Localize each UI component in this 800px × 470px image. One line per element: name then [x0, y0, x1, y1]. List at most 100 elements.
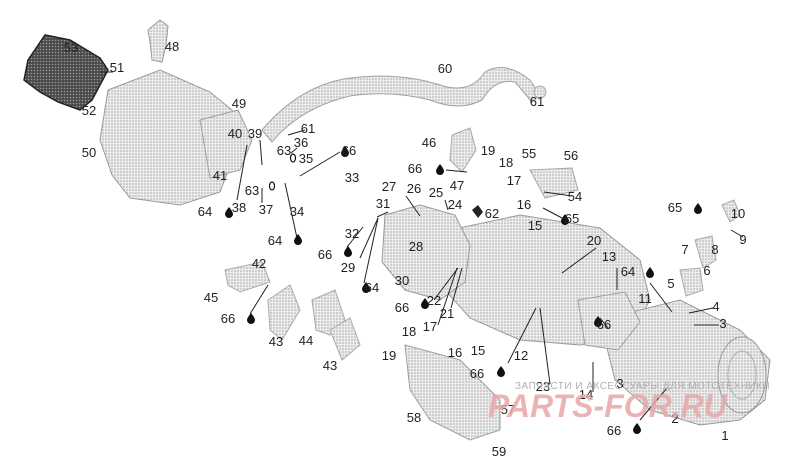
oil-drop-icon: [362, 282, 370, 293]
part-label-66: 66: [597, 317, 611, 332]
part-label-8: 8: [711, 242, 718, 257]
part-label-26: 26: [407, 181, 421, 196]
part-label-10: 10: [731, 206, 745, 221]
part-49: [199, 109, 253, 179]
part-label-3: 3: [616, 376, 623, 391]
ring-marker: [289, 153, 297, 163]
part-53-panel: [23, 34, 109, 111]
part-label-16: 16: [517, 197, 531, 212]
part-label-31: 31: [376, 196, 390, 211]
part-1-end-ring: [727, 350, 757, 400]
part-label-32: 32: [345, 226, 359, 241]
part-label-1: 1: [721, 428, 728, 443]
oil-drop-icon: [497, 366, 505, 377]
part-label-27: 27: [382, 179, 396, 194]
part-label-50: 50: [82, 145, 96, 160]
part-label-42: 42: [252, 256, 266, 271]
part-label-19: 19: [481, 143, 495, 158]
part-label-47: 47: [450, 178, 464, 193]
part-label-28: 28: [409, 239, 423, 254]
part-label-64: 64: [621, 264, 635, 279]
part-label-18: 18: [402, 324, 416, 339]
oil-drop-icon: [633, 423, 641, 434]
part-label-17: 17: [507, 173, 521, 188]
oil-drop-icon: [344, 246, 352, 257]
part-label-64: 64: [365, 280, 379, 295]
part-label-65: 65: [565, 211, 579, 226]
part-58: [404, 344, 501, 441]
part-label-6: 6: [703, 263, 710, 278]
part-label-40: 40: [228, 126, 242, 141]
part-label-18: 18: [499, 155, 513, 170]
part-label-14: 14: [579, 387, 593, 402]
part-10: [721, 199, 741, 223]
part-label-45: 45: [204, 290, 218, 305]
part-label-57: 57: [501, 402, 515, 417]
part-14: [577, 291, 641, 351]
part-label-37: 37: [259, 202, 273, 217]
part-label-62: 62: [485, 206, 499, 221]
part-label-34: 34: [290, 204, 304, 219]
part-45: [224, 261, 271, 293]
ring-markers: [268, 153, 297, 191]
part-label-66: 66: [395, 300, 409, 315]
part-label-16: 16: [448, 345, 462, 360]
part-label-51: 51: [110, 60, 124, 75]
part-label-22: 22: [427, 293, 441, 308]
part-48: [147, 19, 169, 63]
part-label-39: 39: [248, 126, 262, 141]
part-label-56: 56: [564, 148, 578, 163]
part-label-43: 43: [269, 334, 283, 349]
part-43-b: [329, 317, 361, 361]
part-43-a: [267, 284, 301, 341]
watermark: ЗАПЧАСТИ И АКСЕССУАРЫ ДЛЯ МОТОТЕХНИКИ PA…: [488, 381, 770, 424]
oil-drop-icon: [594, 316, 602, 327]
part-label-46: 46: [422, 135, 436, 150]
part-label-2: 2: [671, 411, 678, 426]
part-label-66: 66: [221, 311, 235, 326]
part-label-13: 13: [602, 249, 616, 264]
part-60-hose: [261, 67, 541, 143]
part-label-25: 25: [429, 185, 443, 200]
part-label-33: 33: [345, 170, 359, 185]
part-label-12: 12: [514, 348, 528, 363]
part-label-54: 54: [568, 189, 582, 204]
part-label-53: 53: [64, 40, 78, 55]
oil-drop-icons: [225, 146, 702, 434]
parts: [23, 19, 771, 441]
part-label-4: 4: [712, 299, 719, 314]
part-label-64: 64: [268, 233, 282, 248]
oil-drop-icon: [436, 164, 444, 175]
part-1-end: [717, 336, 767, 414]
part-label-41: 41: [213, 168, 227, 183]
part-label-43: 43: [323, 358, 337, 373]
part-28: [381, 204, 471, 301]
part-label-29: 29: [341, 260, 355, 275]
part-55-56: [529, 167, 579, 199]
part-label-59: 59: [492, 444, 506, 459]
part-50-airbox: [99, 69, 237, 206]
part-label-66: 66: [470, 366, 484, 381]
part-label-15: 15: [471, 343, 485, 358]
part-label-52: 52: [82, 103, 96, 118]
part-label-38: 38: [232, 200, 246, 215]
part-label-36: 36: [294, 135, 308, 150]
oil-drop-icon: [294, 234, 302, 245]
part-label-11: 11: [638, 291, 652, 306]
part-label-63: 63: [245, 183, 259, 198]
part-label-49: 49: [232, 96, 246, 111]
part-label-65: 65: [668, 200, 682, 215]
part-label-19: 19: [382, 348, 396, 363]
part-label-61: 61: [301, 121, 315, 136]
part-46: [449, 127, 477, 173]
oil-drop-icon: [646, 267, 654, 278]
part-label-66: 66: [318, 247, 332, 262]
part-label-15: 15: [528, 218, 542, 233]
oil-drop-icon: [561, 214, 569, 225]
part-label-58: 58: [407, 410, 421, 425]
oil-drop-icon: [247, 313, 255, 324]
oil-drop-icon: [421, 298, 429, 309]
